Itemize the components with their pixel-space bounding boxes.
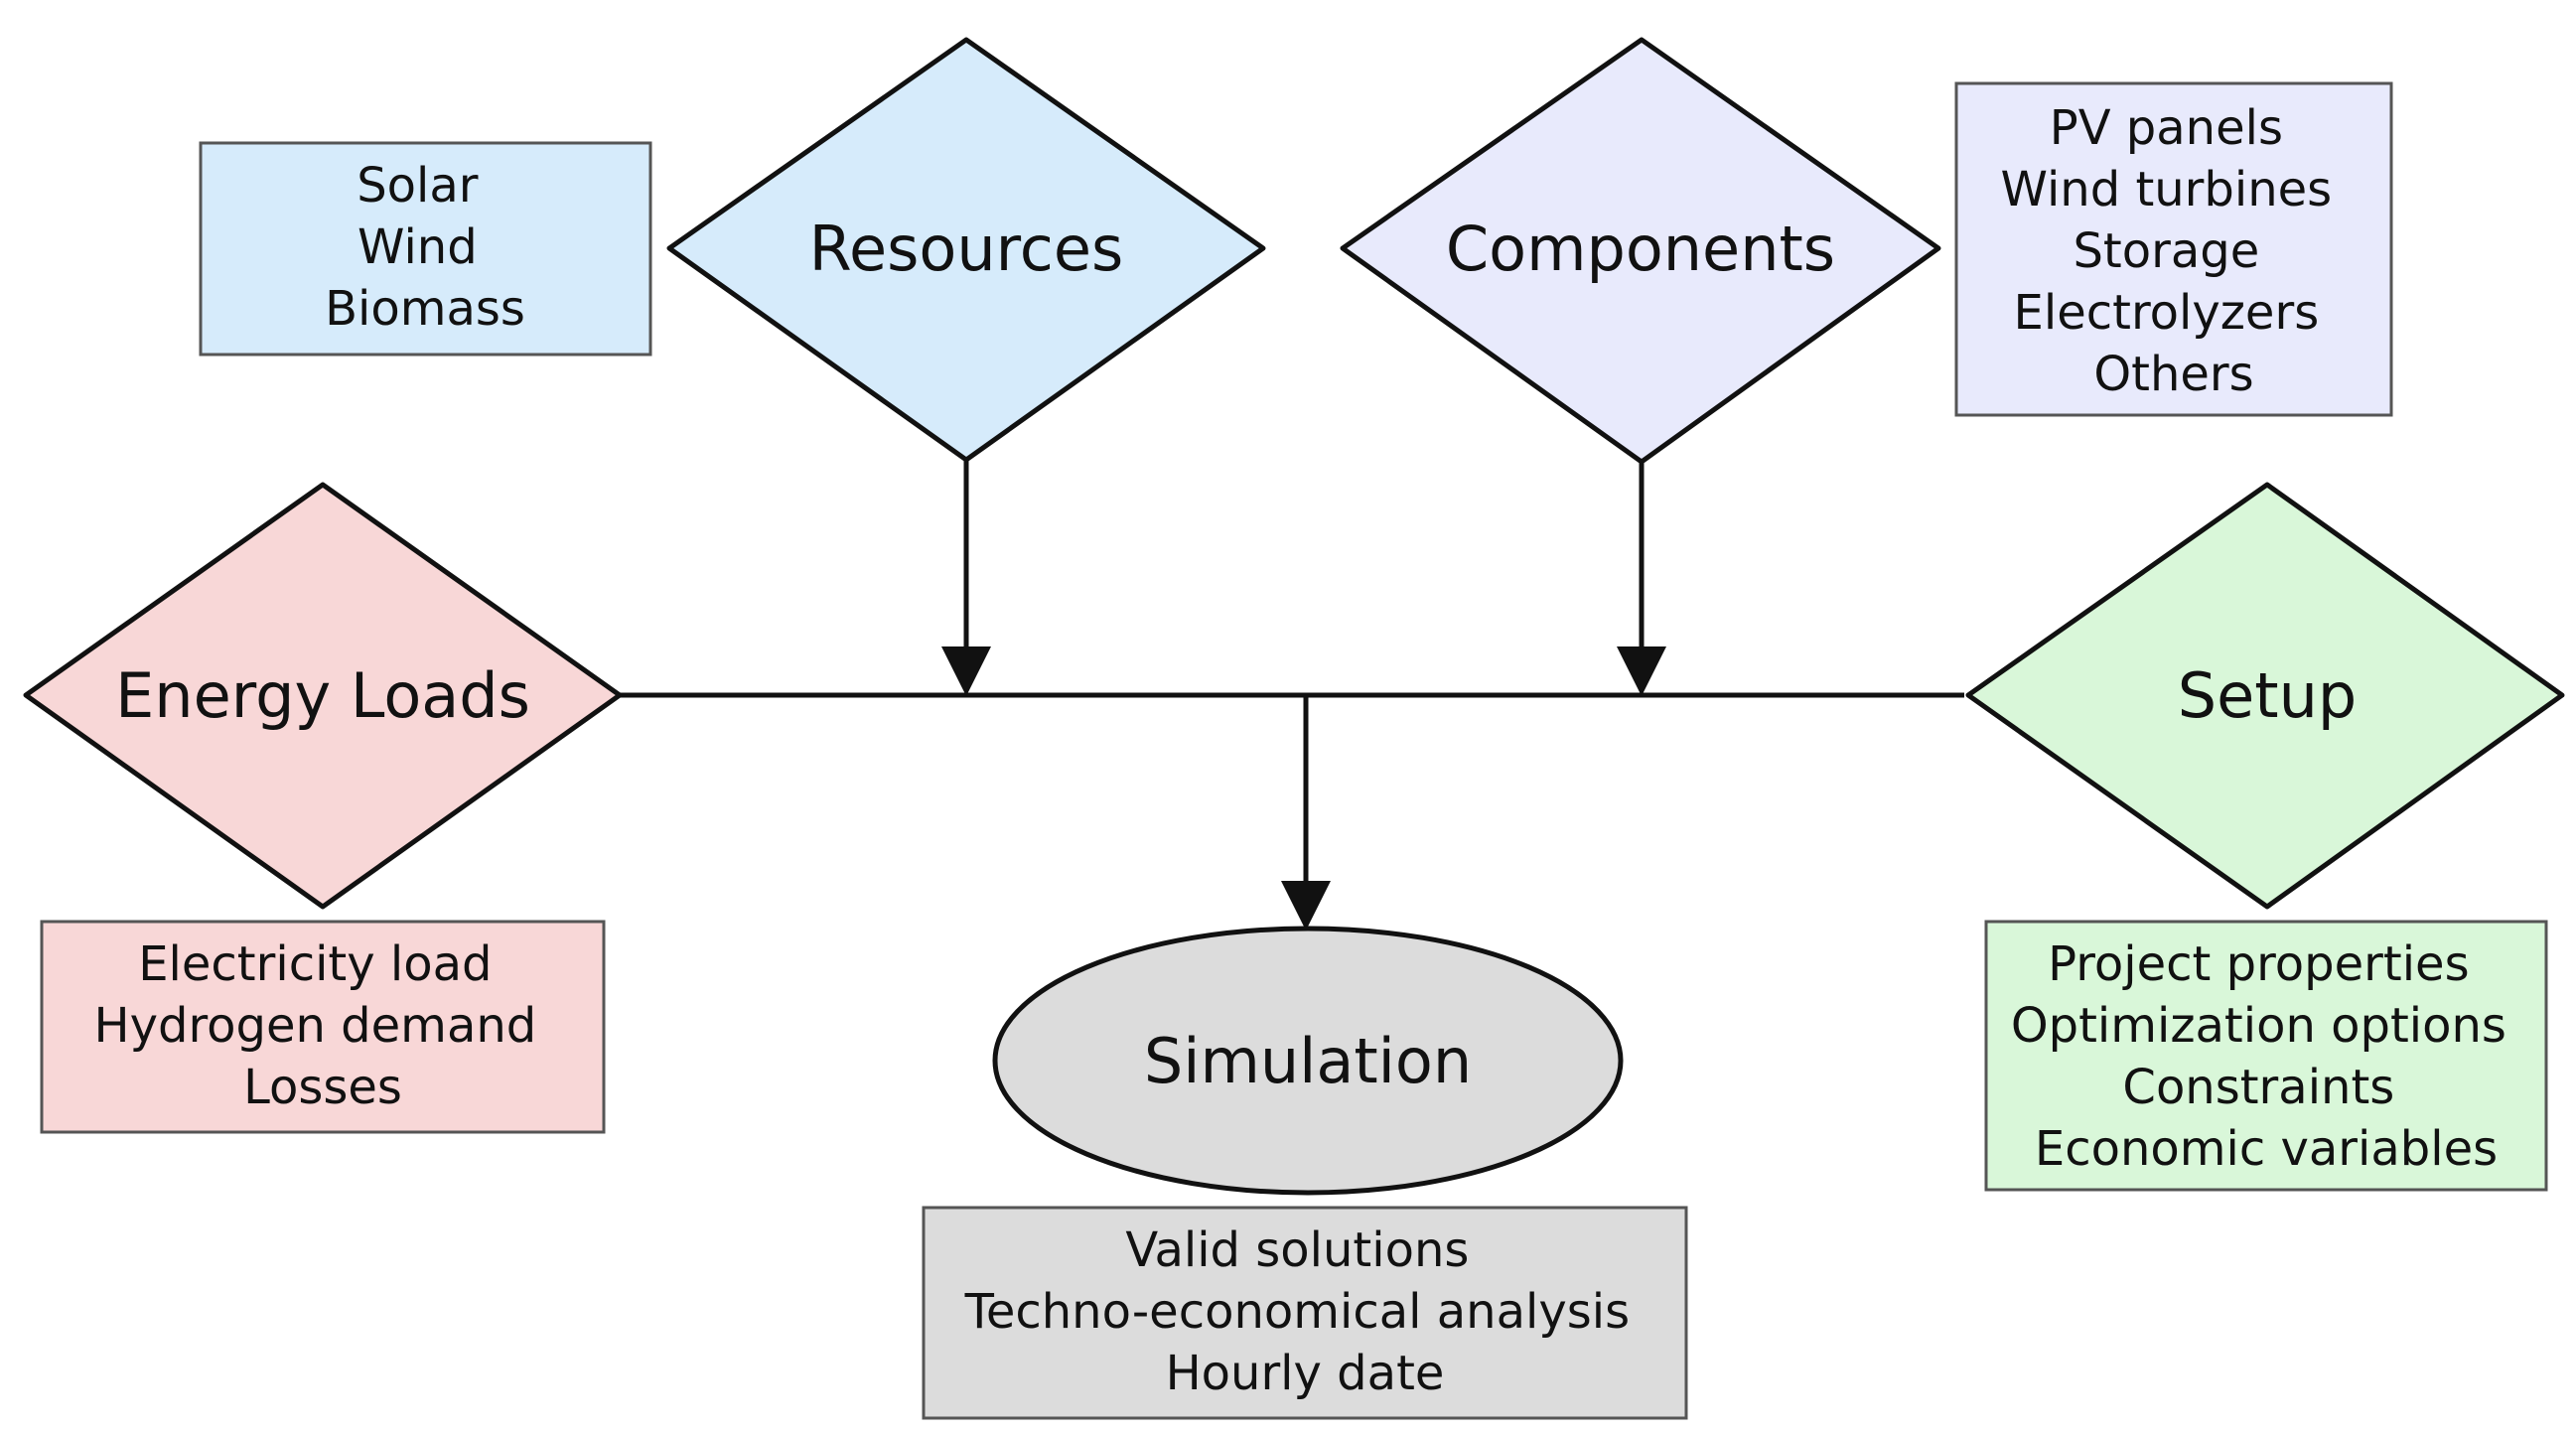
components-item: Electrolyzers	[2014, 285, 2320, 341]
svg-text:Solar Wind Biomass: Solar Wind Biomass	[325, 158, 525, 337]
components-item: Storage	[2073, 223, 2259, 279]
components-group: Components PV panels Wind turbines Stora…	[1340, 37, 2393, 465]
setup-item: Economic variables	[2035, 1121, 2498, 1177]
energy-loads-items-box	[40, 920, 606, 1134]
setup-diamond	[1965, 482, 2565, 910]
components-item: PV panels	[2050, 100, 2283, 156]
resources-label: Resources	[809, 213, 1124, 285]
setup-item: Project properties	[2048, 936, 2469, 992]
simulation-group: Simulation Valid solutions Techno-econom…	[922, 926, 1688, 1420]
svg-text:Valid solutions Techno-e: Valid solutions Techno-economical analys…	[964, 1222, 1646, 1401]
energy-loads-group: Energy Loads Electricity load Hydrogen d…	[23, 482, 623, 1134]
components-item: Wind turbines	[2001, 162, 2333, 217]
setup-item: Constraints	[2122, 1060, 2394, 1115]
simulation-item: Valid solutions	[1125, 1222, 1469, 1278]
setup-label: Setup	[2178, 659, 2357, 732]
components-diamond	[1340, 37, 1941, 465]
svg-text:Project properties Optim: Project properties Optimization options …	[2011, 936, 2521, 1177]
simulation-label: Simulation	[1144, 1025, 1472, 1097]
energy-loads-item: Losses	[243, 1060, 402, 1115]
energy-loads-item: Electricity load	[138, 936, 492, 992]
resources-items-box	[199, 141, 652, 357]
components-item: Others	[2093, 347, 2253, 402]
simulation-item: Hourly date	[1166, 1346, 1445, 1401]
setup-items-box	[1984, 920, 2548, 1192]
setup-item: Optimization options	[2011, 998, 2506, 1054]
connectors	[618, 460, 1964, 931]
resources-item: Biomass	[325, 281, 525, 337]
setup-group: Setup Project properties Optimization op…	[1965, 482, 2565, 1192]
energy-loads-diamond	[23, 482, 623, 910]
energy-loads-label: Energy Loads	[115, 659, 530, 732]
simulation-ellipse	[992, 926, 1624, 1196]
resources-group: Solar Wind Biomass Resources	[199, 37, 1266, 463]
components-items-box	[1954, 81, 2393, 417]
svg-text:Electricity load Hydroge: Electricity load Hydrogen demand Losses	[93, 936, 551, 1115]
energy-loads-item: Hydrogen demand	[93, 998, 536, 1054]
resources-diamond	[666, 37, 1266, 463]
components-label: Components	[1446, 213, 1835, 285]
simulation-items-box	[922, 1206, 1688, 1420]
resources-item: Solar	[357, 158, 479, 214]
resources-item: Wind	[358, 219, 478, 275]
simulation-item: Techno-economical analysis	[964, 1284, 1630, 1340]
svg-text:PV panels Wind turbines: PV panels Wind turbines Storage Electrol…	[2001, 100, 2348, 402]
